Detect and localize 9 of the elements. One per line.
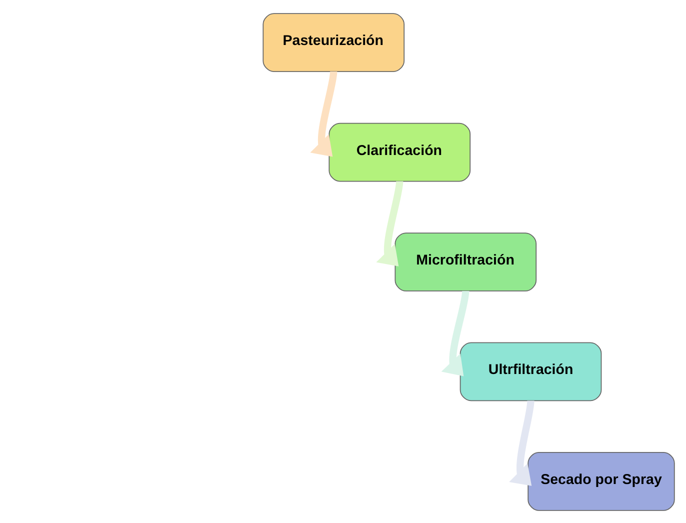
arrow bbox=[441, 290, 470, 376]
arrow bbox=[310, 70, 338, 156]
node-box: Microfiltración bbox=[394, 232, 537, 291]
node-box: Ultrfiltración bbox=[460, 342, 602, 401]
node-box: Pasteurización bbox=[262, 12, 405, 72]
node-box: Clarificación bbox=[328, 122, 471, 182]
node-box: Secado por Spray bbox=[528, 452, 675, 510]
arrow bbox=[509, 400, 534, 486]
arrow bbox=[376, 180, 404, 266]
